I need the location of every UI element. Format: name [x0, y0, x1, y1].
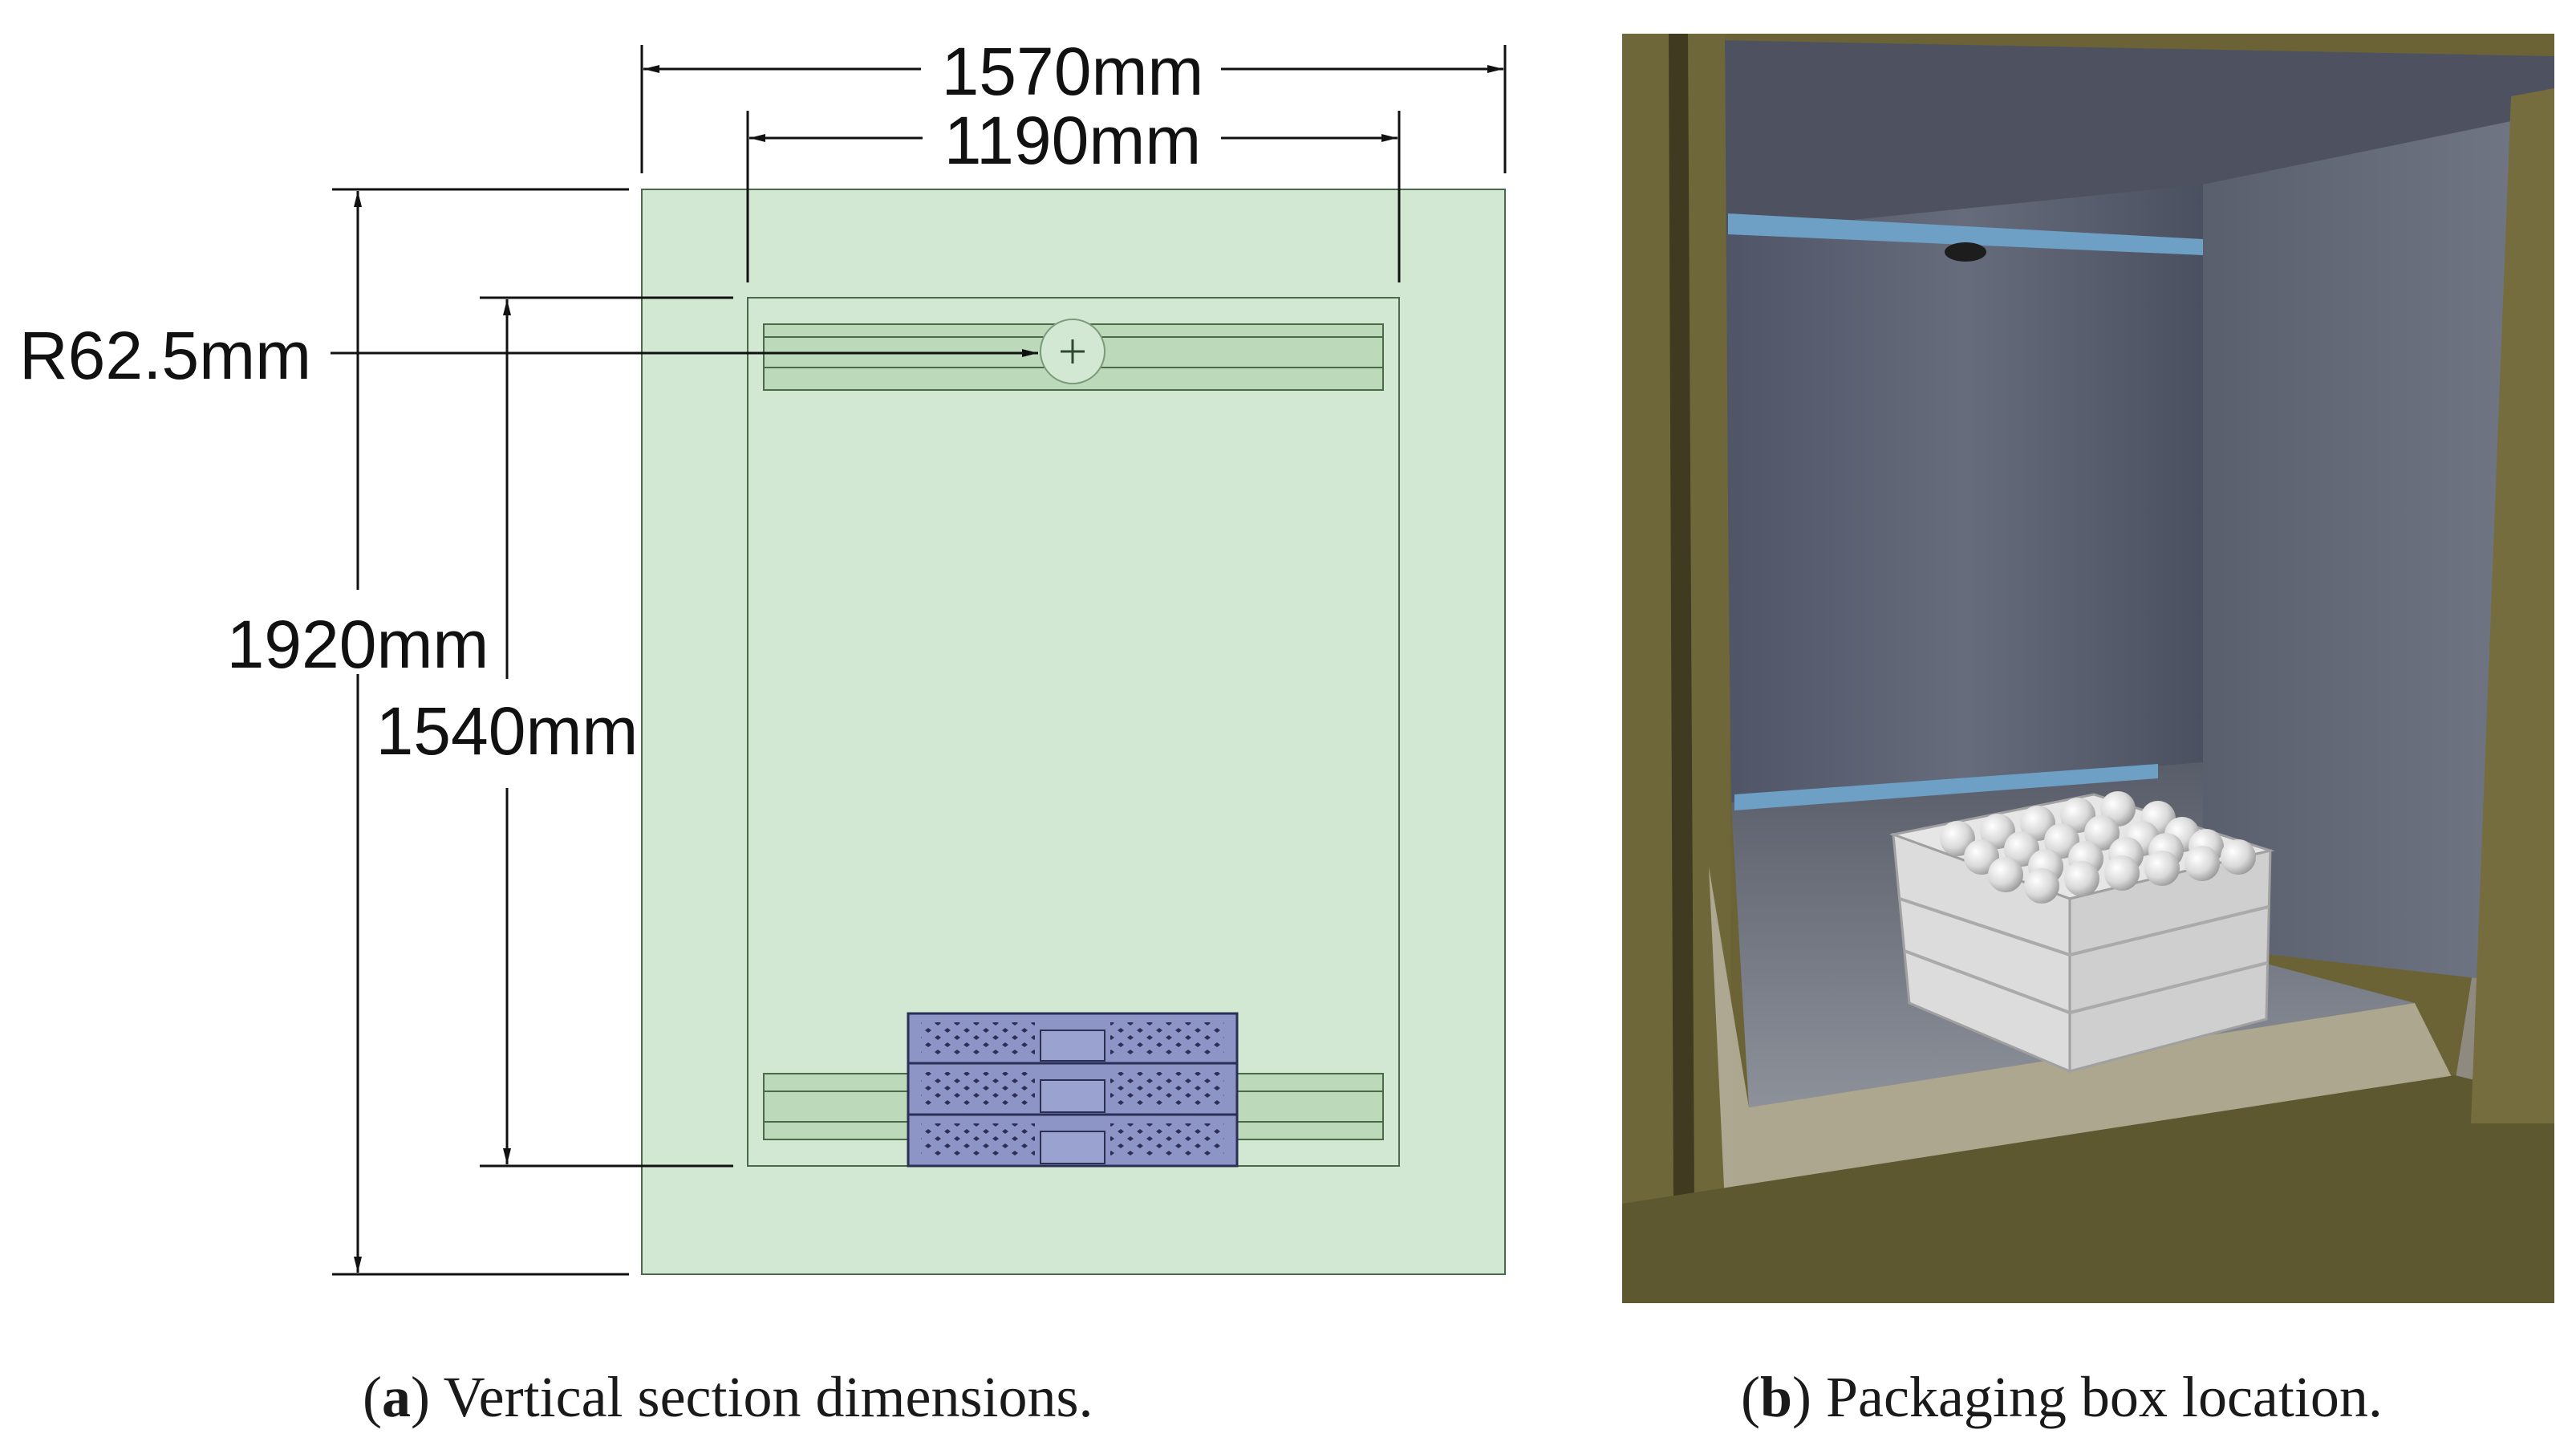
chamber-right-wall [2203, 112, 2554, 987]
fan-opening [1945, 242, 1986, 262]
caption-b-letter: b [1759, 1365, 1793, 1429]
caption-a-letter: a [381, 1365, 411, 1429]
eggs [1940, 791, 2256, 904]
inner-width-label: 1190mm [944, 103, 1202, 178]
caption-a-text: Vertical section dimensions. [429, 1365, 1093, 1429]
chamber-back-wall [1725, 185, 2203, 802]
outer-height-label: 1920mm [227, 607, 489, 682]
packaging-box-bottom [907, 1113, 1239, 1168]
egg-tray-stack [1888, 791, 2275, 1074]
caption-b-text: Packaging box location. [1811, 1365, 2383, 1429]
caption-a: (a) Vertical section dimensions. [363, 1365, 1093, 1429]
dimension-inner-width: 1190mm [746, 103, 1401, 282]
radius-label: R62.5mm [19, 318, 311, 393]
vertical-section-drawing: 1570mm 1190mm 1920mm 1540mm [19, 34, 1507, 1276]
upper-blue-rail [1728, 213, 2203, 255]
packaging-box-middle [907, 1062, 1239, 1116]
caption-b: (b) Packaging box location. [1741, 1365, 2383, 1429]
dimension-outer-width: 1570mm [640, 34, 1507, 173]
dimension-radius: R62.5mm [19, 318, 1038, 393]
chamber-photo [1622, 34, 2554, 1303]
lower-blue-rail [1734, 764, 2158, 810]
outer-width-label: 1570mm [942, 34, 1204, 109]
packaging-box-top [907, 1012, 1239, 1065]
dimension-outer-height: 1920mm [227, 188, 629, 1276]
packaging-box-stack [907, 1012, 1239, 1168]
fan-circle [1040, 319, 1105, 384]
dimension-inner-height: 1540mm [376, 296, 733, 1168]
chamber-ceiling [1715, 40, 2554, 233]
inner-height-label: 1540mm [376, 693, 639, 769]
